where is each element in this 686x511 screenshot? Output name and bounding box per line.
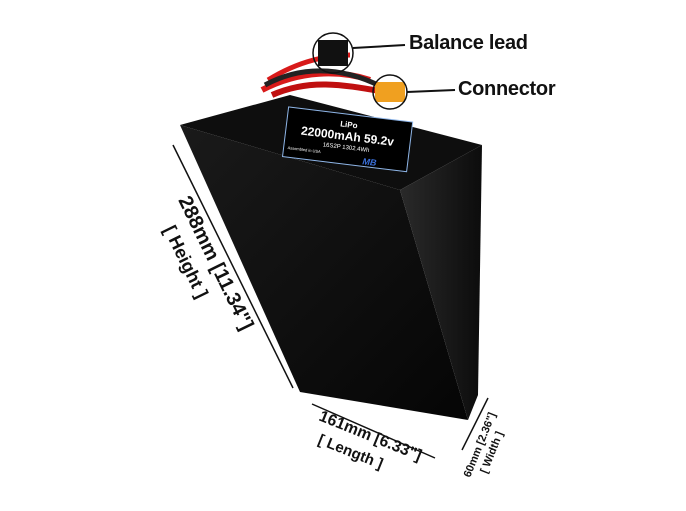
- balance-lead-circle: [312, 32, 354, 74]
- balance-lead-pointer: [352, 44, 406, 49]
- connector-callout: Connector: [458, 78, 556, 100]
- battery-side-face: [400, 145, 482, 420]
- xt-connector: [375, 82, 405, 102]
- height-arrow: [172, 144, 294, 389]
- label-config: 16S2P 1302.4Wh: [322, 142, 369, 154]
- label-chemistry: LiPo: [340, 119, 358, 130]
- balance-lead-callout: Balance lead: [409, 32, 528, 54]
- length-arrow: [311, 403, 436, 459]
- battery-label: LiPo 22000mAh 59.2v 16S2P 1302.4Wh Assem…: [281, 106, 414, 173]
- width-arrow: [461, 397, 489, 451]
- balance-lead-plug: [318, 40, 348, 66]
- connector-pointer: [406, 89, 456, 93]
- label-assembled: Assembled in USA: [287, 145, 321, 154]
- label-logo: MB: [362, 156, 378, 168]
- battery-front-face: [180, 125, 468, 420]
